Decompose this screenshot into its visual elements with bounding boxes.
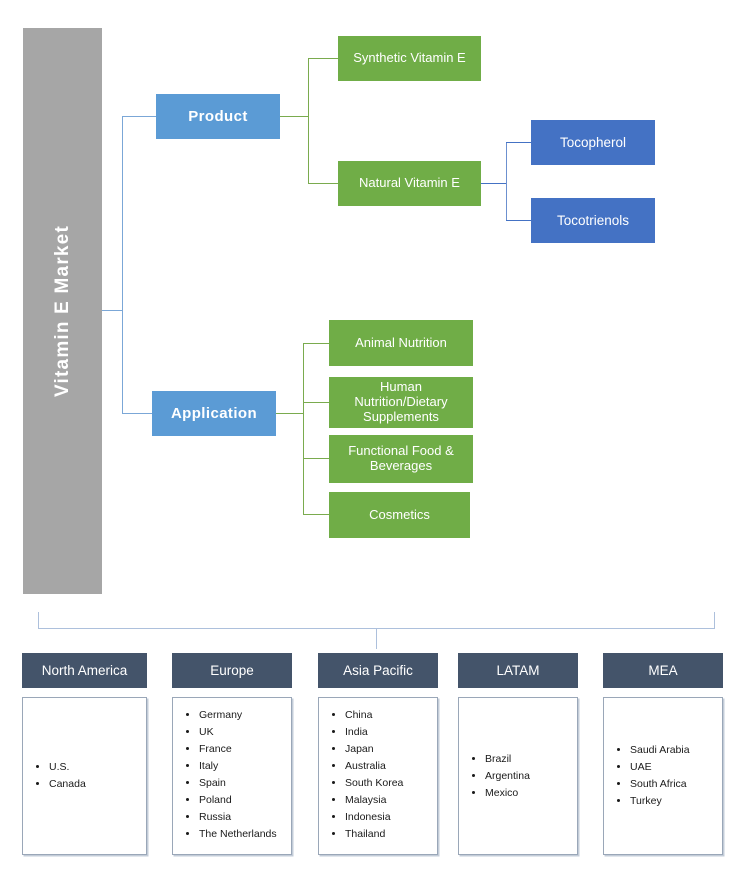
- list-item: Argentina: [485, 768, 530, 785]
- region-country-list-mea: Saudi Arabia UAE South Africa Turkey: [604, 742, 690, 810]
- region-country-list-latam: Brazil Argentina Mexico: [459, 751, 530, 802]
- connector-natural-to-tocotrienols: [506, 220, 531, 221]
- node-natural-vitamin-e[interactable]: Natural Vitamin E: [338, 161, 481, 206]
- connector-application-trunk: [303, 343, 304, 515]
- connector-root-trunk: [122, 116, 123, 413]
- connector-product-to-synthetic: [308, 58, 339, 59]
- region-header-latam: LATAM: [458, 653, 578, 688]
- list-item: U.S.: [49, 759, 86, 776]
- list-item: South Korea: [345, 775, 403, 792]
- node-product-label: Product: [188, 107, 248, 125]
- list-item: Thailand: [345, 826, 403, 843]
- region-body-asia-pacific: China India Japan Australia South Korea …: [318, 697, 438, 855]
- connector-application-stem: [276, 413, 304, 414]
- node-tocotrienols-label: Tocotrienols: [556, 212, 630, 228]
- list-item: France: [199, 741, 277, 758]
- node-human-nutrition-dietary-supplements[interactable]: Human Nutrition/Dietary Supplements: [329, 377, 473, 428]
- connector-application-to-functional-food: [303, 458, 330, 459]
- node-tocopherol[interactable]: Tocopherol: [531, 120, 655, 165]
- list-item: Saudi Arabia: [630, 742, 690, 759]
- connector-application-to-human-nutrition: [303, 402, 330, 403]
- connector-product-stem: [280, 116, 309, 117]
- region-header-europe-label: Europe: [210, 663, 254, 678]
- connector-application-to-animal-nutrition: [303, 343, 330, 344]
- region-country-list-europe: Germany UK France Italy Spain Poland Rus…: [173, 707, 277, 843]
- list-item: Japan: [345, 741, 403, 758]
- node-functional-food-beverages-label: Functional Food & Beverages: [348, 443, 454, 473]
- node-cosmetics-label: Cosmetics: [369, 506, 430, 522]
- node-application-label: Application: [170, 404, 258, 422]
- node-tocopherol-label: Tocopherol: [559, 134, 627, 150]
- region-header-asia-pacific-label: Asia Pacific: [343, 663, 413, 678]
- list-item: Indonesia: [345, 809, 403, 826]
- node-animal-nutrition[interactable]: Animal Nutrition: [329, 320, 473, 366]
- list-item: Spain: [199, 775, 277, 792]
- root-node-label: Vitamin E Market: [51, 225, 73, 397]
- region-country-list-north-america: U.S. Canada: [23, 759, 86, 793]
- list-item: Italy: [199, 758, 277, 775]
- region-body-mea: Saudi Arabia UAE South Africa Turkey: [603, 697, 723, 855]
- list-item: Poland: [199, 792, 277, 809]
- connector-natural-stem: [481, 183, 507, 184]
- region-header-europe: Europe: [172, 653, 292, 688]
- list-item: Canada: [49, 776, 86, 793]
- connector-natural-to-tocopherol: [506, 142, 531, 143]
- region-body-europe: Germany UK France Italy Spain Poland Rus…: [172, 697, 292, 855]
- root-node-vitamin-e-market: Vitamin E Market: [23, 28, 102, 594]
- node-synthetic-vitamin-e[interactable]: Synthetic Vitamin E: [338, 36, 481, 81]
- node-application[interactable]: Application: [152, 391, 276, 436]
- connector-product-trunk: [308, 58, 309, 184]
- region-country-list-asia-pacific: China India Japan Australia South Korea …: [319, 707, 403, 843]
- list-item: India: [345, 724, 403, 741]
- list-item: Australia: [345, 758, 403, 775]
- node-animal-nutrition-label: Animal Nutrition: [355, 334, 447, 350]
- list-item: South Africa: [630, 776, 690, 793]
- list-item: Russia: [199, 809, 277, 826]
- connector-application-to-cosmetics: [303, 514, 330, 515]
- connector-root-to-product: [122, 116, 156, 117]
- connector-region-bus-right-tick: [714, 612, 715, 629]
- region-header-north-america: North America: [22, 653, 147, 688]
- region-header-mea: MEA: [603, 653, 723, 688]
- region-header-latam-label: LATAM: [496, 663, 540, 678]
- node-cosmetics[interactable]: Cosmetics: [329, 492, 470, 538]
- node-product[interactable]: Product: [156, 94, 280, 139]
- region-body-latam: Brazil Argentina Mexico: [458, 697, 578, 855]
- connector-root-stub: [102, 310, 123, 311]
- list-item: Malaysia: [345, 792, 403, 809]
- region-body-north-america: U.S. Canada: [22, 697, 147, 855]
- connector-natural-trunk: [506, 142, 507, 221]
- connector-product-to-natural: [308, 183, 339, 184]
- list-item: Turkey: [630, 793, 690, 810]
- list-item: The Netherlands: [199, 826, 277, 843]
- connector-region-bus-left-tick: [38, 612, 39, 629]
- node-human-nutrition-dietary-supplements-label: Human Nutrition/Dietary Supplements: [354, 379, 448, 424]
- list-item: UK: [199, 724, 277, 741]
- region-header-asia-pacific: Asia Pacific: [318, 653, 438, 688]
- list-item: Brazil: [485, 751, 530, 768]
- region-header-mea-label: MEA: [648, 663, 678, 678]
- node-synthetic-vitamin-e-label: Synthetic Vitamin E: [353, 50, 466, 66]
- node-functional-food-beverages[interactable]: Functional Food & Beverages: [329, 435, 473, 483]
- list-item: Mexico: [485, 785, 530, 802]
- node-natural-vitamin-e-label: Natural Vitamin E: [359, 175, 460, 191]
- list-item: UAE: [630, 759, 690, 776]
- node-tocotrienols[interactable]: Tocotrienols: [531, 198, 655, 243]
- connector-root-to-application: [122, 413, 156, 414]
- list-item: Germany: [199, 707, 277, 724]
- region-header-north-america-label: North America: [41, 663, 128, 678]
- list-item: China: [345, 707, 403, 724]
- connector-region-bus-middle-drop: [376, 628, 377, 649]
